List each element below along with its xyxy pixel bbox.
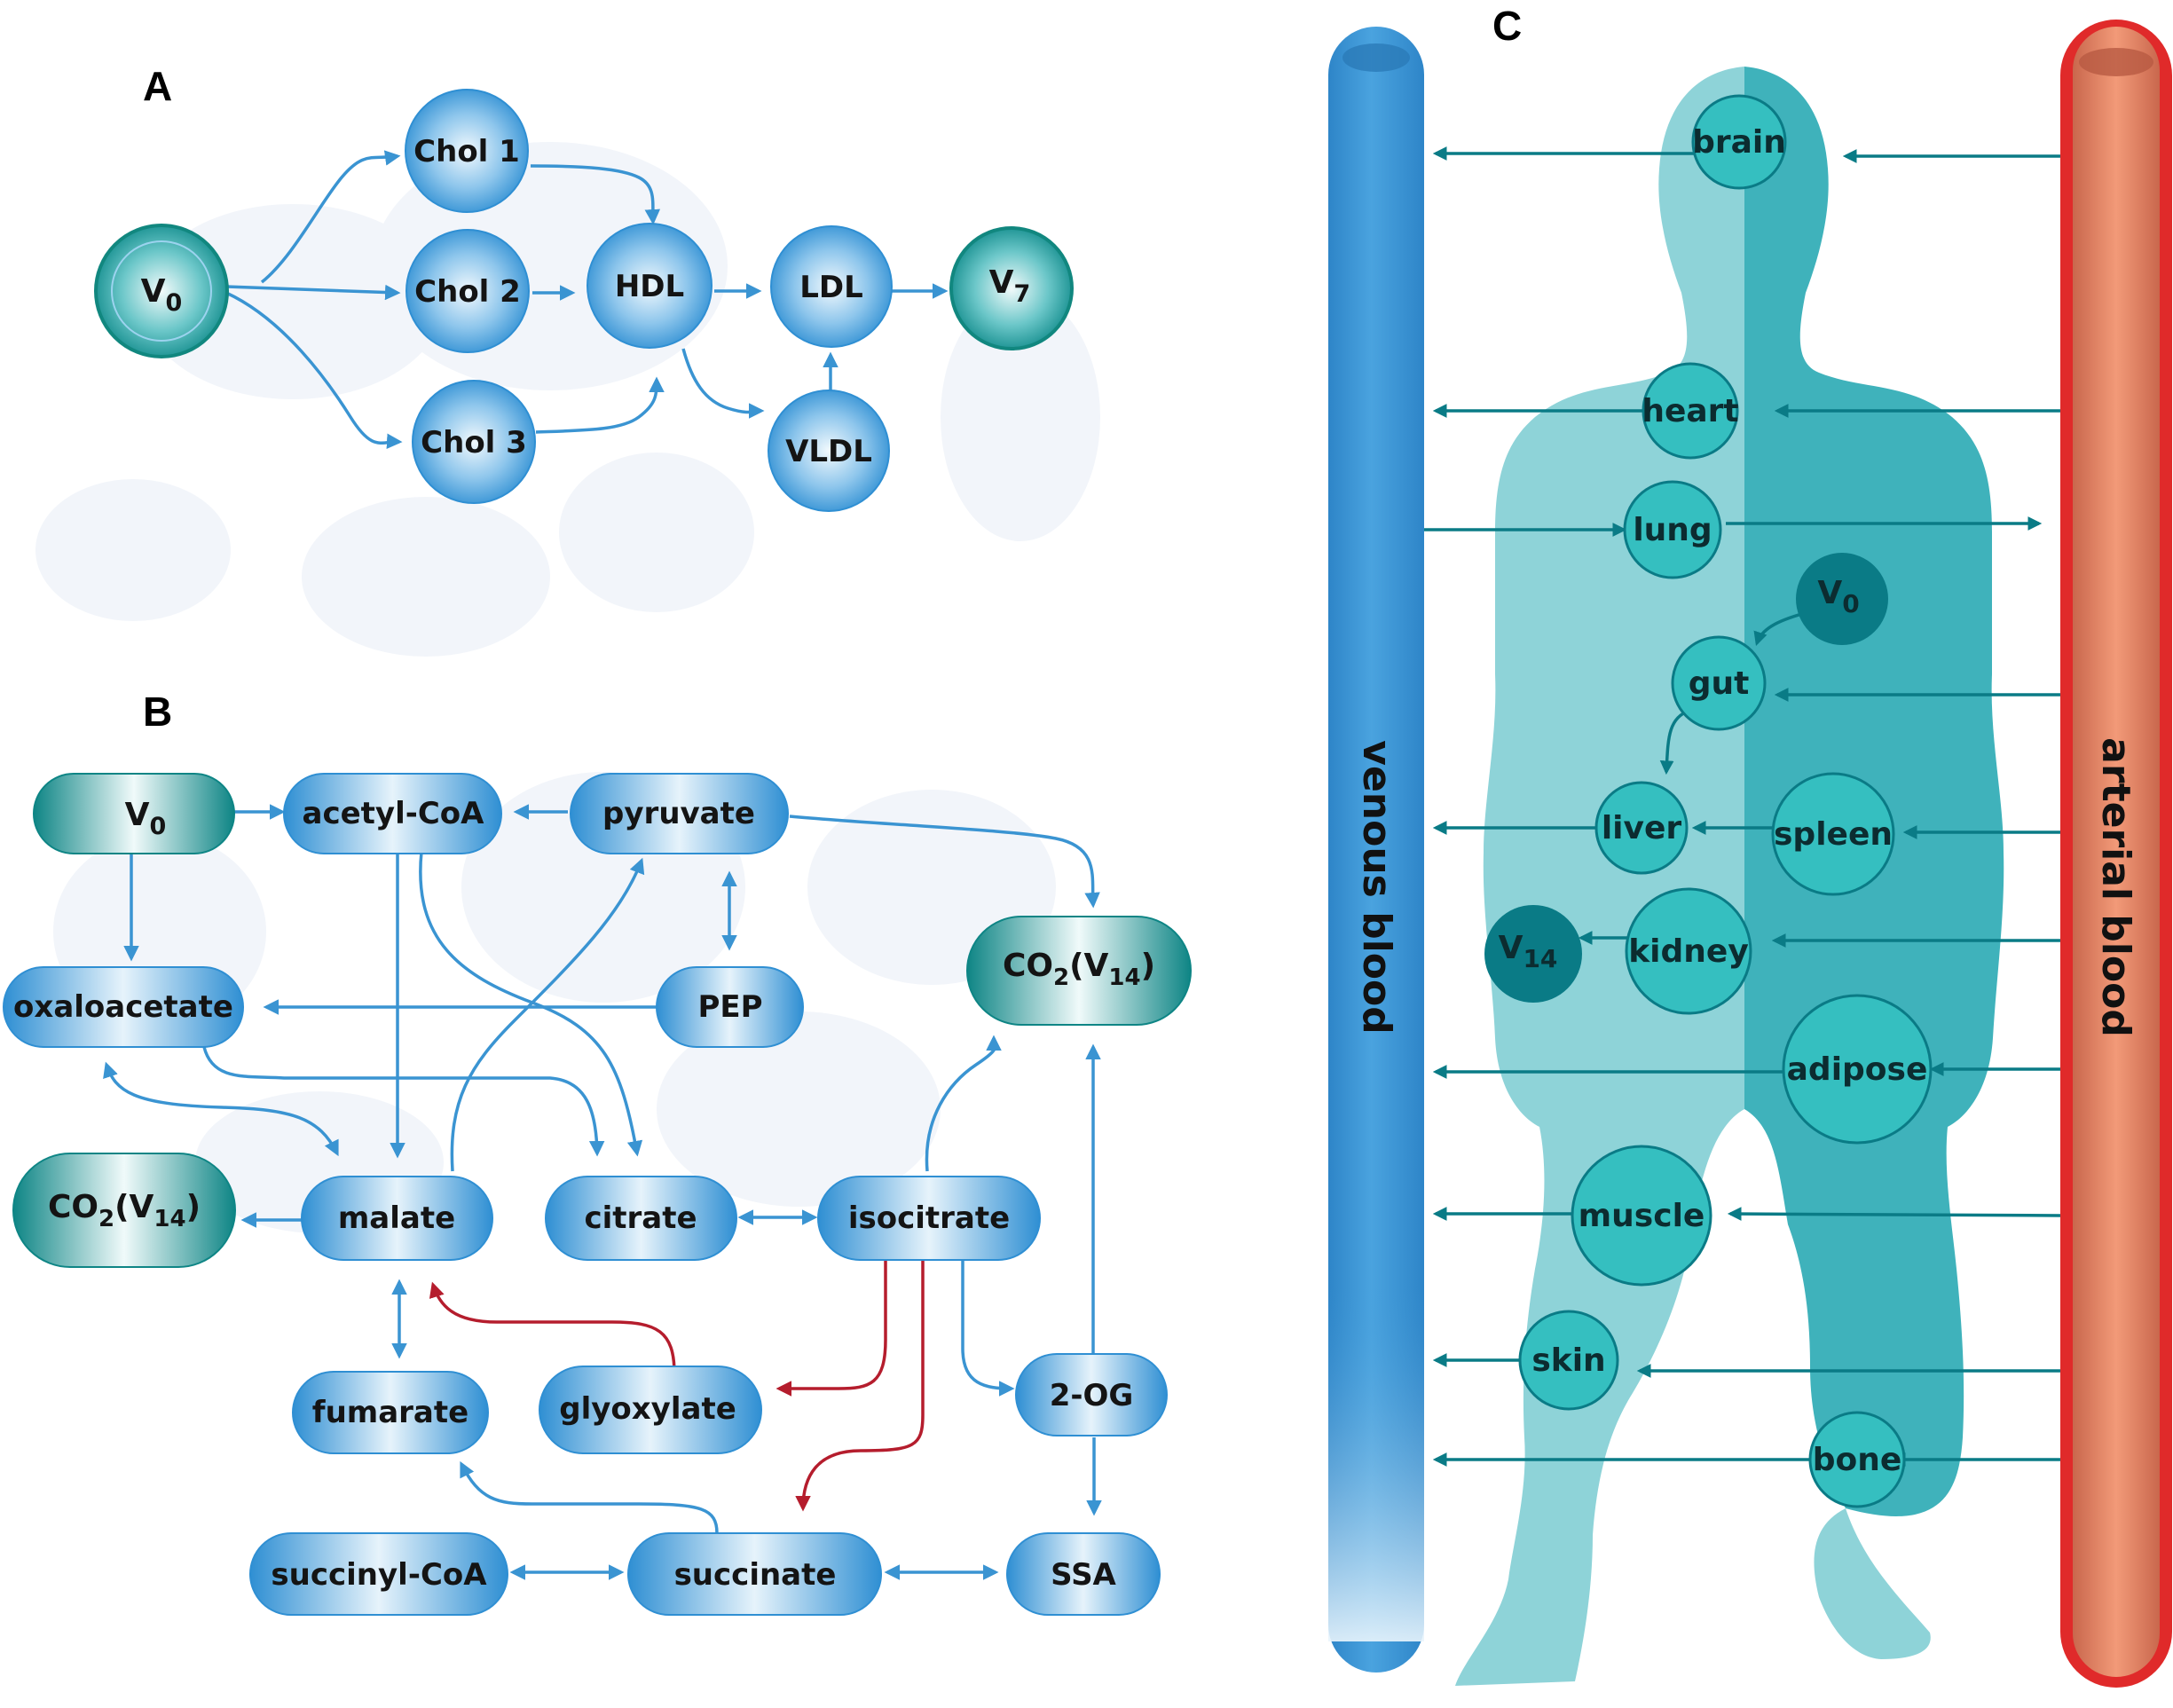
organ-gut: gut — [1671, 635, 1767, 731]
node-succinyl-coa: succinyl-CoA — [249, 1532, 508, 1616]
organ-spleen: spleen — [1771, 772, 1895, 896]
organ-adipose-label: adipose — [1787, 1051, 1928, 1088]
node-ldl-label: LDL — [799, 270, 863, 305]
organ-kidney: kidney — [1625, 887, 1752, 1015]
panel-b-label: B — [143, 689, 173, 735]
node-vldl-label: VLDL — [785, 434, 872, 469]
node-a-v0: V0 — [94, 224, 229, 358]
venous-vessel: venous blood — [1328, 27, 1424, 1673]
organ-bone: bone — [1808, 1411, 1906, 1508]
organ-muscle-label: muscle — [1579, 1198, 1705, 1234]
node-malate: malate — [301, 1176, 493, 1261]
node-oxaloacetate-label: oxaloacetate — [13, 989, 233, 1025]
node-malate-label: malate — [338, 1200, 455, 1236]
node-pyruvate-label: pyruvate — [602, 796, 755, 831]
node-ssa: SSA — [1006, 1532, 1161, 1616]
organ-muscle: muscle — [1571, 1145, 1712, 1287]
node-chol2-label: Chol 2 — [414, 274, 521, 310]
node-isocitrate-label: isocitrate — [848, 1200, 1010, 1236]
node-chol3: Chol 3 — [412, 380, 536, 504]
node-a-v0-label: V0 — [141, 273, 183, 317]
organ-heart-label: heart — [1642, 393, 1738, 429]
node-glyoxylate: glyoxylate — [539, 1366, 762, 1454]
node-b-v0: V0 — [33, 773, 235, 854]
node-acetyl-coa: acetyl-CoA — [283, 773, 502, 854]
node-citrate-label: citrate — [584, 1200, 697, 1236]
node-ldl: LDL — [770, 225, 893, 348]
body-silhouette — [1455, 67, 2004, 1686]
organ-lung: lung — [1623, 480, 1722, 579]
arterial-label: arterial blood — [2093, 737, 2138, 1037]
node-a-v7: V7 — [949, 226, 1074, 350]
organ-c-v0: V0 — [1796, 553, 1888, 645]
node-vldl: VLDL — [768, 390, 890, 512]
panel-a-label: A — [143, 63, 173, 109]
organ-c-v14: V14 — [1484, 905, 1582, 1003]
panel-a-arrows — [225, 150, 949, 450]
organ-liver: liver — [1594, 781, 1689, 875]
node-chol1-label: Chol 1 — [413, 134, 520, 169]
organ-spleen-label: spleen — [1774, 816, 1893, 853]
node-succinate: succinate — [627, 1532, 882, 1616]
organ-adipose: adipose — [1782, 994, 1933, 1145]
node-b-v0-label: V0 — [125, 797, 167, 840]
node-co2-top-label: CO2(V14) — [1003, 948, 1155, 991]
panel-b-arrows — [103, 804, 1102, 1580]
node-hdl-label: HDL — [615, 269, 684, 304]
node-pep: PEP — [656, 966, 804, 1048]
node-glyoxylate-label: glyoxylate — [559, 1391, 736, 1427]
node-co2-left-label: CO2(V14) — [48, 1189, 201, 1232]
node-chol2: Chol 2 — [405, 229, 530, 353]
organ-brain: brain — [1691, 94, 1787, 190]
node-fumarate: fumarate — [292, 1371, 489, 1454]
node-chol1: Chol 1 — [405, 89, 529, 213]
organ-skin-label: skin — [1531, 1342, 1605, 1379]
organ-liver-label: liver — [1602, 810, 1682, 846]
node-isocitrate: isocitrate — [817, 1176, 1041, 1261]
venous-label: venous blood — [1354, 740, 1399, 1034]
organ-brain-label: brain — [1692, 124, 1786, 161]
organ-heart: heart — [1642, 362, 1739, 460]
node-2-og: 2-OG — [1015, 1353, 1168, 1436]
node-citrate: citrate — [545, 1176, 737, 1261]
panel-b-glyoxylate-arrows — [429, 1247, 925, 1512]
node-fumarate-label: fumarate — [312, 1395, 468, 1430]
node-succinate-label: succinate — [674, 1557, 837, 1593]
organ-kidney-label: kidney — [1628, 933, 1749, 970]
organ-c-v0-label: V0 — [1817, 575, 1859, 618]
organ-lung-label: lung — [1633, 512, 1712, 548]
node-oxaloacetate: oxaloacetate — [3, 966, 244, 1048]
node-chol3-label: Chol 3 — [421, 425, 527, 460]
node-hdl: HDL — [587, 223, 713, 349]
panel-c-label: C — [1492, 3, 1523, 49]
node-a-v7-label: V7 — [989, 264, 1031, 308]
organ-gut-label: gut — [1689, 665, 1750, 702]
node-acetyl-coa-label: acetyl-CoA — [303, 796, 485, 831]
organ-c-v14-label: V14 — [1499, 930, 1558, 973]
node-ssa-label: SSA — [1051, 1557, 1116, 1593]
node-pep-label: PEP — [697, 989, 762, 1025]
node-co2-top: CO2(V14) — [966, 916, 1192, 1026]
arterial-vessel: arterial blood — [2060, 20, 2172, 1688]
node-succinyl-coa-label: succinyl-CoA — [271, 1557, 487, 1593]
organ-bone-label: bone — [1813, 1442, 1902, 1478]
node-pyruvate: pyruvate — [570, 773, 789, 854]
organ-skin: skin — [1518, 1310, 1619, 1411]
node-co2-left: CO2(V14) — [12, 1153, 236, 1268]
node-2-og-label: 2-OG — [1050, 1378, 1134, 1413]
